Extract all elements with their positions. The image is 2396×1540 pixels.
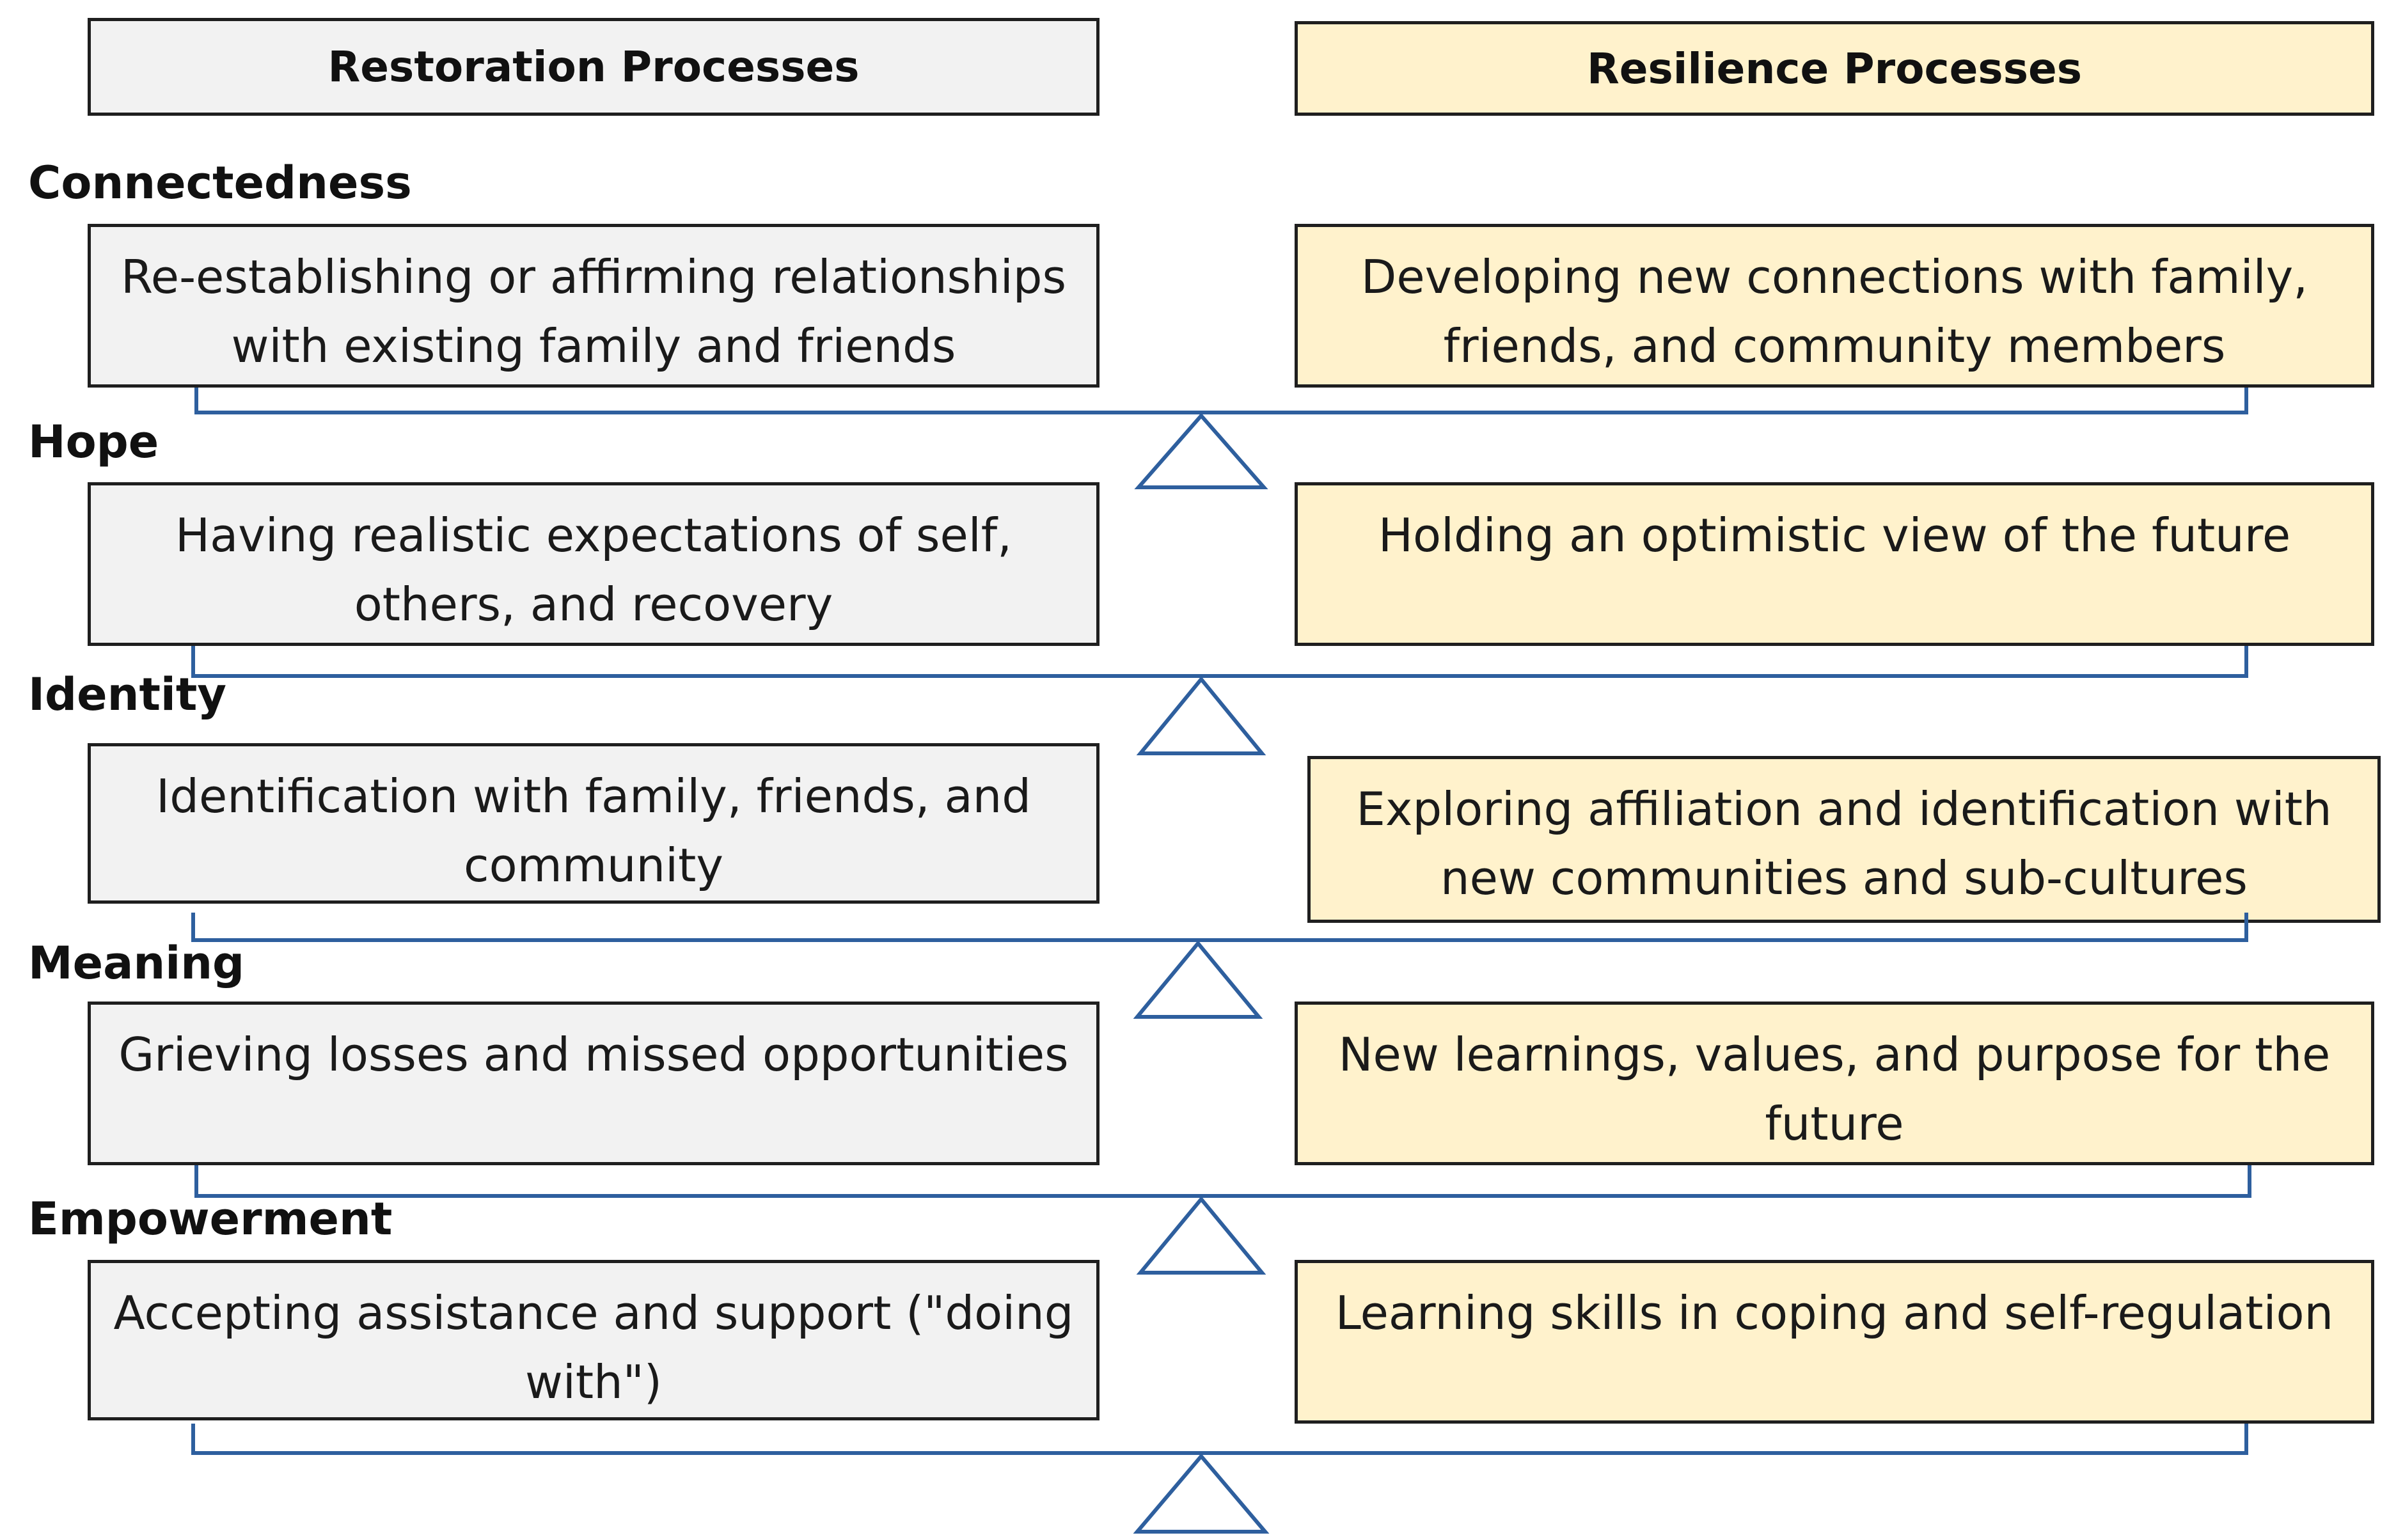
resilience-box-identity: Exploring affiliation and identification… xyxy=(1307,756,2381,923)
balance-beam-meaning xyxy=(194,1165,2251,1275)
row-label-identity: Identity xyxy=(28,668,227,721)
restoration-header: Restoration Processes xyxy=(88,18,1099,116)
fulcrum-triangle xyxy=(1133,940,1263,1019)
restoration-box-identity: Identification with family, friends, and… xyxy=(88,743,1099,904)
restoration-box-meaning: Grieving losses and missed opportunities xyxy=(88,1002,1099,1165)
fulcrum-triangle xyxy=(1136,676,1266,755)
restoration-box-connectedness: Re-establishing or affirming relationshi… xyxy=(88,224,1099,388)
resilience-box-meaning: New learnings, values, and purpose for t… xyxy=(1295,1002,2374,1165)
balance-beam-connectedness xyxy=(194,388,2248,489)
fulcrum-triangle xyxy=(1134,412,1268,489)
resilience-box-hope: Holding an optimistic view of the future xyxy=(1295,482,2374,646)
balance-beam-hope xyxy=(191,646,2248,755)
resilience-box-connectedness: Developing new connections with family, … xyxy=(1295,224,2374,388)
balance-beam-empowerment xyxy=(191,1424,2248,1534)
row-label-empowerment: Empowerment xyxy=(28,1193,393,1245)
row-label-connectedness: Connectedness xyxy=(28,157,412,209)
resilience-box-empowerment: Learning skills in coping and self-regul… xyxy=(1295,1260,2374,1424)
resilience-header: Resilience Processes xyxy=(1295,21,2374,116)
row-label-meaning: Meaning xyxy=(28,937,245,989)
row-label-hope: Hope xyxy=(28,416,159,468)
fulcrum-triangle xyxy=(1133,1453,1270,1534)
restoration-box-hope: Having realistic expectations of self, o… xyxy=(88,482,1099,646)
restoration-box-empowerment: Accepting assistance and support ("doing… xyxy=(88,1260,1099,1420)
fulcrum-triangle xyxy=(1136,1196,1266,1275)
